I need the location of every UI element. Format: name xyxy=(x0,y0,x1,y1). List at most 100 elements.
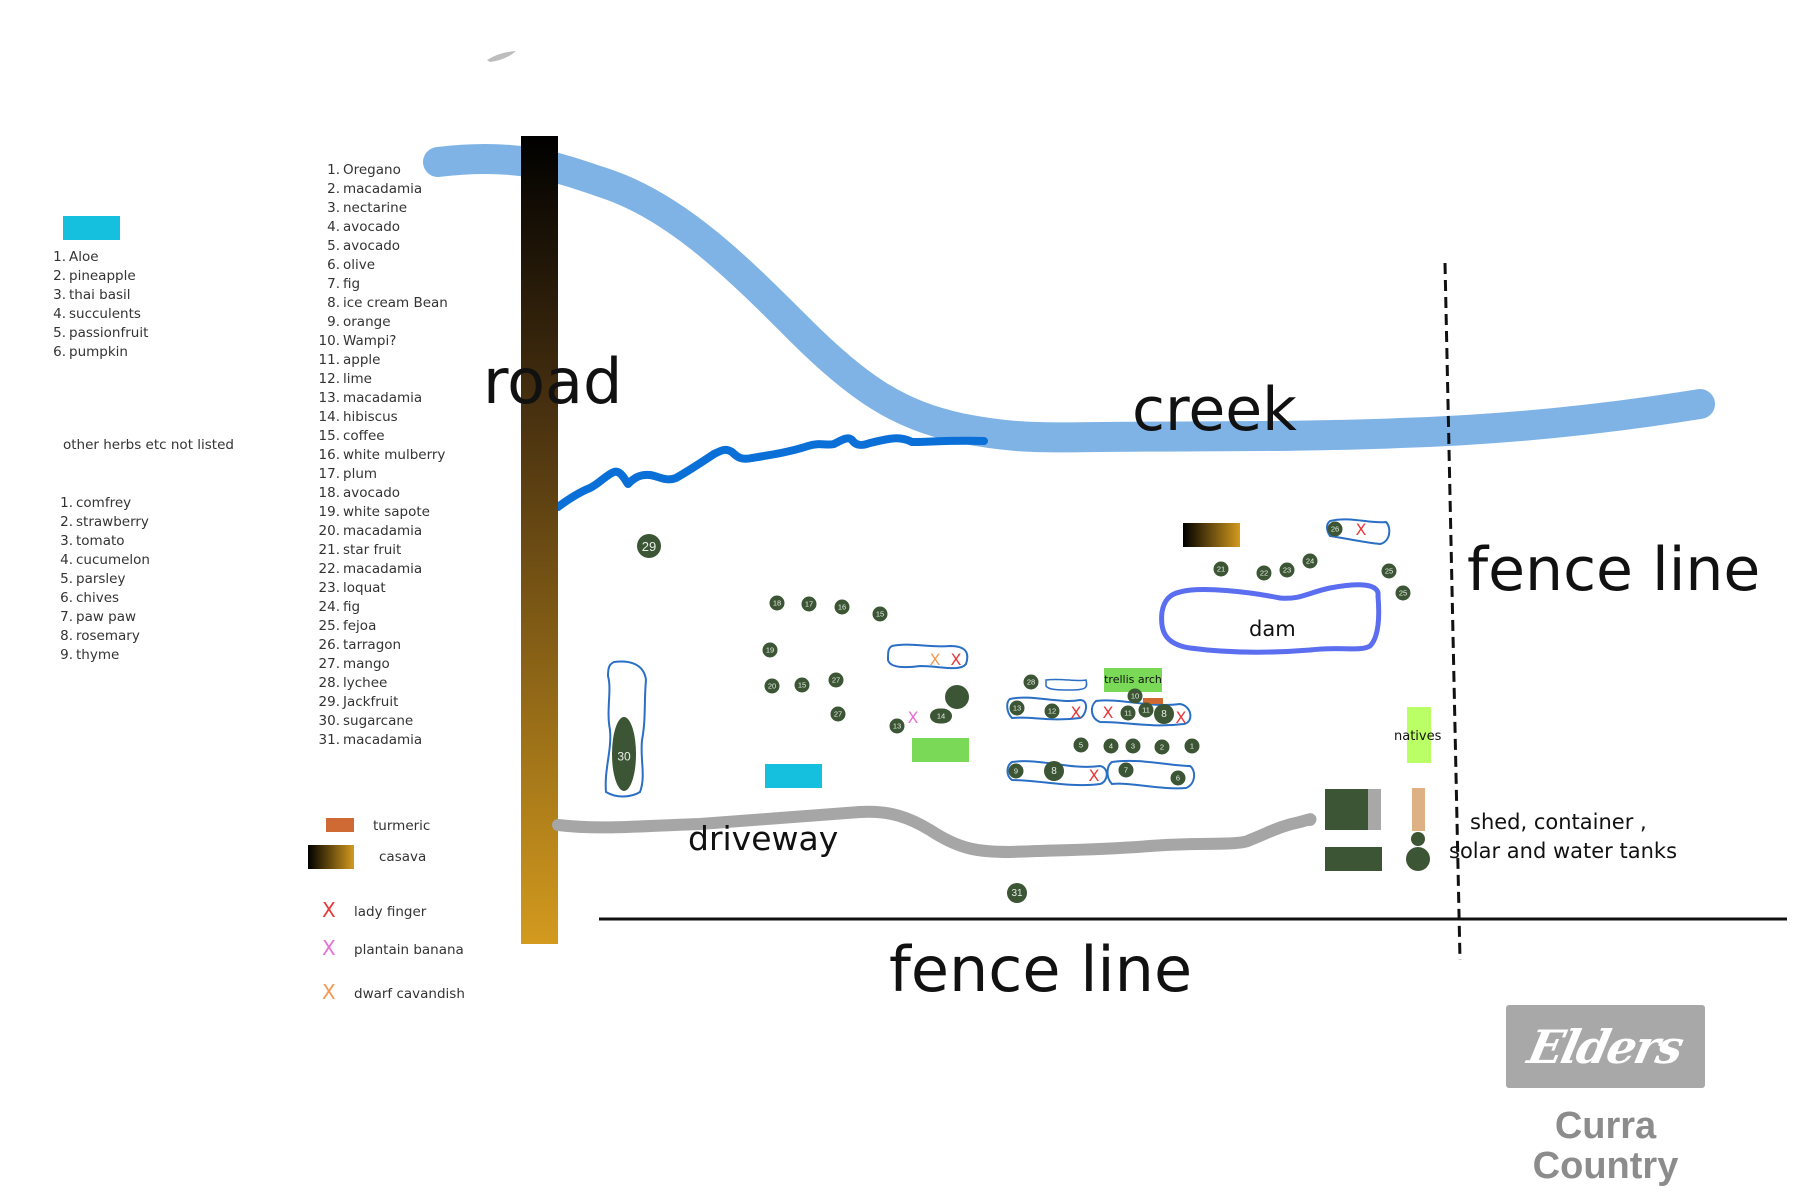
list-item-number: 21. xyxy=(318,542,340,558)
turmeric-label: turmeric xyxy=(373,818,431,834)
tree-marker[interactable]: 2 xyxy=(1154,739,1170,755)
list-item-label: lime xyxy=(343,371,372,387)
list-item: 4.cucumelon xyxy=(60,552,150,568)
bed-outline-row2-right xyxy=(1106,759,1196,790)
tree-marker[interactable]: 22 xyxy=(1256,565,1272,581)
tree-marker[interactable]: 1 xyxy=(1184,738,1200,754)
tree-marker[interactable]: 26 xyxy=(1327,521,1343,537)
tree-marker[interactable]: 8 xyxy=(1154,704,1174,724)
list-item: 10.Wampi? xyxy=(314,332,448,351)
tree-marker[interactable]: 8 xyxy=(1044,761,1064,781)
stray-mark xyxy=(487,51,516,62)
tree-marker[interactable]: 13 xyxy=(1009,700,1025,716)
list-item: 29.Jackfruit xyxy=(314,693,448,712)
tree-marker[interactable]: 21 xyxy=(1213,561,1229,577)
tree-marker[interactable]: 5 xyxy=(1073,737,1089,753)
tree-marker[interactable]: 15 xyxy=(794,677,810,693)
list-item: 30.sugarcane xyxy=(314,712,448,731)
list-item: 2.macadamia xyxy=(314,180,448,199)
tree-marker[interactable]: 20 xyxy=(764,678,780,694)
list-item: 20.macadamia xyxy=(314,522,448,541)
list-item: 6.pumpkin xyxy=(53,344,128,360)
container xyxy=(1368,789,1381,830)
office-name-line2: Country xyxy=(1532,1145,1679,1187)
list-item: 1.Oregano xyxy=(314,161,448,180)
lady-finger-x-icon[interactable]: X xyxy=(1088,766,1100,785)
tree-marker[interactable]: 6 xyxy=(1170,770,1186,786)
driveway-label: driveway xyxy=(688,819,839,858)
list-item-number: 20. xyxy=(318,523,340,539)
tree-marker[interactable]: 4 xyxy=(1103,738,1119,754)
dwarf-cavandish-x-icon[interactable]: X xyxy=(929,650,941,669)
lady-finger-x-icon[interactable]: X xyxy=(1070,703,1082,722)
list-item: 5.passionfruit xyxy=(53,325,149,341)
tree-marker[interactable]: 14 xyxy=(930,708,952,724)
sugarcane-clump xyxy=(612,717,636,791)
fence-line-right-label: fence line xyxy=(1467,535,1761,605)
tree-marker[interactable]: 30 xyxy=(617,749,631,763)
bed-outline-row2-left xyxy=(1006,760,1108,787)
other-herbs-note: other herbs etc not listed xyxy=(63,437,234,453)
list-item-number: 29. xyxy=(318,694,340,710)
list-item: 28.lychee xyxy=(314,674,448,693)
tree-marker[interactable]: 24 xyxy=(1302,553,1318,569)
list-item-number: 24. xyxy=(318,599,340,615)
lady-finger-x-icon[interactable]: X xyxy=(1102,703,1114,722)
tree-marker[interactable]: 19 xyxy=(762,642,778,658)
list-item-label: nectarine xyxy=(343,200,408,216)
aloe-bed xyxy=(765,764,822,788)
lady-finger-x-icon[interactable]: X xyxy=(950,650,962,669)
tree-marker[interactable]: 11 xyxy=(1120,705,1136,721)
list-item-number: 31. xyxy=(318,732,340,748)
list-item: 23.loquat xyxy=(314,579,448,598)
list-item-label: hibiscus xyxy=(343,409,398,425)
tree-marker[interactable]: 15 xyxy=(872,606,888,622)
tree-marker[interactable]: 13 xyxy=(889,718,905,734)
list-item-number: 22. xyxy=(318,561,340,577)
tree-marker[interactable]: 25 xyxy=(1381,563,1397,579)
shed-label-line2: solar and water tanks xyxy=(1449,839,1678,863)
tree-marker[interactable]: 27 xyxy=(830,706,846,722)
tree-marker[interactable]: 29 xyxy=(637,534,661,558)
tree-marker[interactable]: 23 xyxy=(1279,562,1295,578)
list-item: 11.apple xyxy=(314,351,448,370)
tree-marker[interactable]: 7 xyxy=(1118,762,1134,778)
tree-marker[interactable]: 25 xyxy=(1395,585,1411,601)
tree-marker[interactable]: 12 xyxy=(1044,703,1060,719)
list-item-label: coffee xyxy=(343,428,385,444)
list-item-label: loquat xyxy=(343,580,386,596)
list-item-number: 14. xyxy=(318,409,340,425)
lady-finger-x-icon[interactable]: X xyxy=(1175,708,1187,727)
aloe-bed-swatch xyxy=(63,216,120,240)
lady-finger-x-icon[interactable]: X xyxy=(1355,520,1367,539)
list-item-label: olive xyxy=(343,257,376,273)
list-item: 8.ice cream Bean xyxy=(314,294,448,313)
list-item-number: 6. xyxy=(327,257,340,273)
tree-marker[interactable]: 16 xyxy=(834,599,850,615)
tree-marker[interactable]: 27 xyxy=(828,672,844,688)
water-tank-small xyxy=(1411,832,1425,846)
natives-patch xyxy=(1407,707,1431,763)
tree-marker[interactable]: 18 xyxy=(769,595,785,611)
list-item-label: Wampi? xyxy=(343,333,397,349)
herb-list: 1.comfrey 2.strawberry 3.tomato 4.cucume… xyxy=(47,494,150,665)
natives-label: natives xyxy=(1394,729,1442,744)
tree-marker[interactable]: 17 xyxy=(801,596,817,612)
list-item: 1.Aloe xyxy=(53,249,99,265)
tree-marker[interactable]: 28 xyxy=(1023,674,1039,690)
list-item: 8.rosemary xyxy=(60,628,140,644)
list-item-number: 1. xyxy=(327,162,340,178)
list-item-number: 17. xyxy=(318,466,340,482)
tree-marker[interactable]: 9 xyxy=(1008,763,1024,779)
tree-marker[interactable]: 11 xyxy=(1138,702,1154,718)
road-label: road xyxy=(483,345,623,418)
tree-marker[interactable]: 31 xyxy=(1007,883,1027,903)
dwarf-cavandish-label: dwarf cavandish xyxy=(354,986,465,1002)
list-item: 4.succulents xyxy=(53,306,141,322)
list-item: 27.mango xyxy=(314,655,448,674)
tree-marker[interactable]: 10 xyxy=(1127,688,1143,704)
aloe-bed-list: 1.Aloe 2.pineapple 3.thai basil 4.succul… xyxy=(40,248,148,362)
tree-marker[interactable]: 3 xyxy=(1125,738,1141,754)
bed-outline-upper xyxy=(886,643,969,670)
plantain-banana-x-icon[interactable]: X xyxy=(907,708,919,727)
